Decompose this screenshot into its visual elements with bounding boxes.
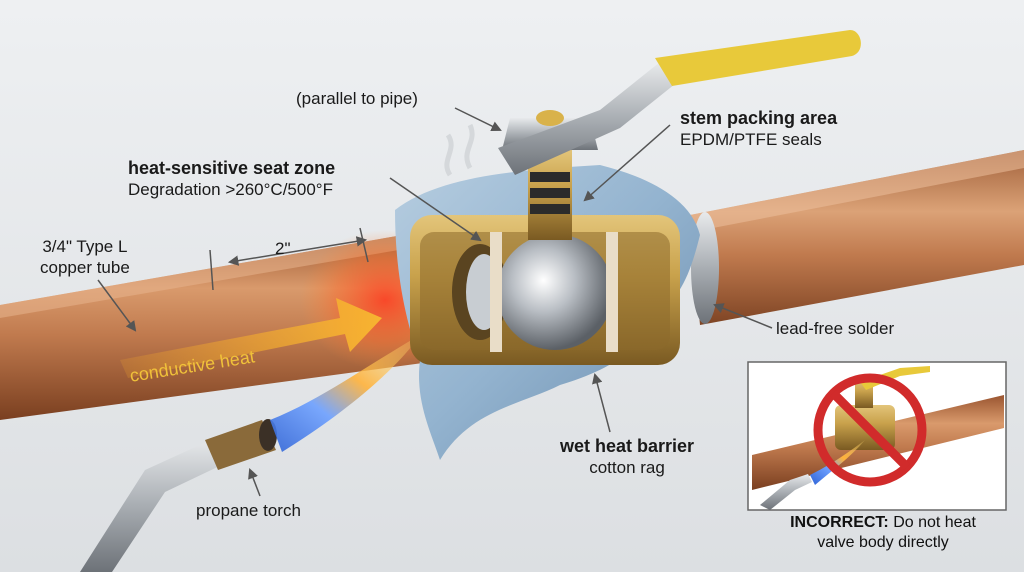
inset-caption-rest: Do not heat — [888, 514, 976, 531]
torch-label: propane torch — [196, 501, 301, 520]
barrier-label: wet heat barrier cotton rag — [560, 436, 694, 478]
inset-caption: INCORRECT: Do not heat valve body direct… — [752, 513, 1014, 553]
steam-wisps — [444, 123, 475, 177]
handle-grip — [655, 30, 861, 86]
seat-zone-title: heat-sensitive seat zone — [128, 158, 336, 178]
tube-line2: copper tube — [40, 258, 130, 277]
valve-seat — [490, 232, 502, 352]
valve-handle — [498, 30, 861, 175]
handle-orientation-label: (parallel to pipe) — [296, 89, 418, 108]
inset-incorrect — [747, 361, 1007, 511]
torch-flame — [270, 335, 420, 452]
callout-lines — [97, 107, 773, 497]
barrier-title: wet heat barrier — [560, 436, 695, 456]
inset-caption-line2: valve body directly — [817, 534, 949, 551]
seat-zone-label: heat-sensitive seat zone Degradation >26… — [128, 158, 335, 200]
barrier-sub: cotton rag — [589, 458, 665, 477]
valve-ball — [497, 234, 613, 350]
propane-torch — [80, 419, 277, 572]
distance-label: 2" — [275, 239, 291, 258]
solder-label: lead-free solder — [776, 319, 895, 338]
conductive-heat-arrow — [120, 298, 382, 378]
tube-label: 3/4" Type L copper tube — [40, 236, 130, 278]
seat-zone-sub: Degradation >260°C/500°F — [128, 180, 333, 199]
stem-packing-title: stem packing area — [680, 108, 838, 128]
tube-line1: 3/4" Type L — [42, 237, 128, 256]
stem-packing-label: stem packing area EPDM/PTFE seals — [680, 108, 837, 150]
inset-caption-bold: INCORRECT: — [790, 514, 889, 531]
stem-packing-sub: EPDM/PTFE seals — [680, 130, 822, 149]
ball-valve — [410, 110, 680, 365]
prohibited-icon — [813, 373, 927, 487]
